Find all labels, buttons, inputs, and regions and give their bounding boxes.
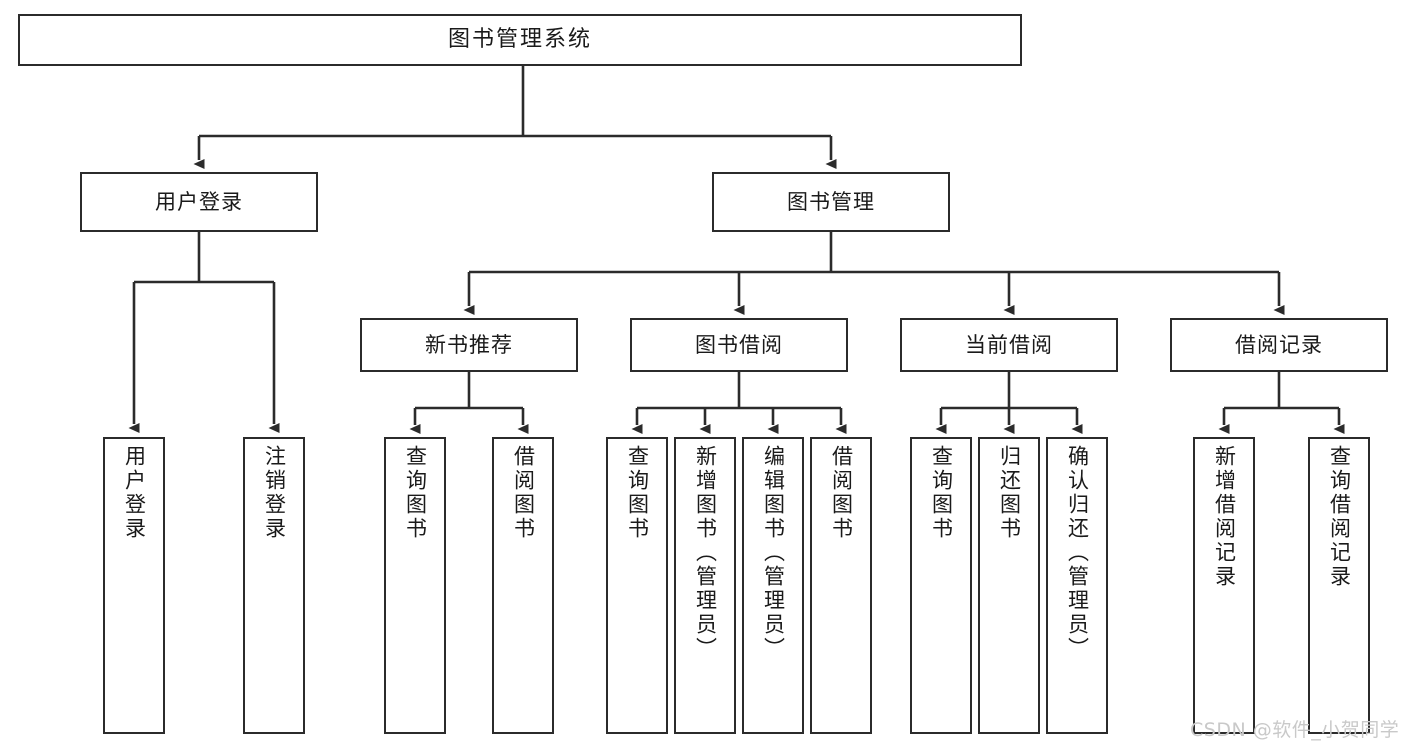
- leaf-label: 确认归还（管理员）: [1065, 445, 1090, 661]
- node-book-borrow[interactable]: 图书借阅: [630, 318, 848, 372]
- leaf-label: 归还图书: [997, 445, 1022, 541]
- leaf-query-borrow-record[interactable]: 查询借阅记录: [1308, 437, 1370, 734]
- node-current-borrow[interactable]: 当前借阅: [900, 318, 1118, 372]
- leaf-query-book-3[interactable]: 查询图书: [910, 437, 972, 734]
- leaf-label: 用户登录: [122, 445, 147, 541]
- node-book-management[interactable]: 图书管理: [712, 172, 950, 232]
- leaf-label: 查询图书: [929, 445, 954, 541]
- csdn-watermark: CSDN @软件_小贺同学: [1190, 719, 1400, 741]
- node-label: 新书推荐: [425, 332, 513, 357]
- node-label: 图书管理系统: [447, 27, 592, 53]
- node-label: 用户登录: [155, 189, 243, 214]
- node-label: 图书管理: [787, 189, 875, 214]
- leaf-user-login[interactable]: 用户登录: [103, 437, 165, 734]
- leaf-return-book[interactable]: 归还图书: [978, 437, 1040, 734]
- leaf-label: 注销登录: [262, 445, 287, 541]
- node-label: 借阅记录: [1235, 332, 1323, 357]
- node-label: 当前借阅: [965, 332, 1053, 357]
- leaf-label: 查询图书: [403, 445, 428, 541]
- node-user-login[interactable]: 用户登录: [80, 172, 318, 232]
- leaf-edit-book-admin[interactable]: 编辑图书（管理员）: [742, 437, 804, 734]
- leaf-borrow-book-2[interactable]: 借阅图书: [810, 437, 872, 734]
- leaf-label: 新增图书（管理员）: [693, 445, 718, 661]
- leaf-label: 编辑图书（管理员）: [761, 445, 786, 661]
- leaf-query-book-2[interactable]: 查询图书: [606, 437, 668, 734]
- leaf-add-book-admin[interactable]: 新增图书（管理员）: [674, 437, 736, 734]
- leaf-label: 借阅图书: [511, 445, 536, 541]
- leaf-label: 查询图书: [625, 445, 650, 541]
- node-root-library-system[interactable]: 图书管理系统: [18, 14, 1022, 66]
- node-borrow-record[interactable]: 借阅记录: [1170, 318, 1388, 372]
- leaf-user-logout[interactable]: 注销登录: [243, 437, 305, 734]
- leaf-confirm-return-admin[interactable]: 确认归还（管理员）: [1046, 437, 1108, 734]
- node-new-book-recommend[interactable]: 新书推荐: [360, 318, 578, 372]
- leaf-add-borrow-record[interactable]: 新增借阅记录: [1193, 437, 1255, 734]
- leaf-label: 新增借阅记录: [1212, 445, 1237, 589]
- leaf-borrow-book-1[interactable]: 借阅图书: [492, 437, 554, 734]
- leaf-query-book-1[interactable]: 查询图书: [384, 437, 446, 734]
- leaf-label: 查询借阅记录: [1327, 445, 1352, 589]
- node-label: 图书借阅: [695, 332, 783, 357]
- leaf-label: 借阅图书: [829, 445, 854, 541]
